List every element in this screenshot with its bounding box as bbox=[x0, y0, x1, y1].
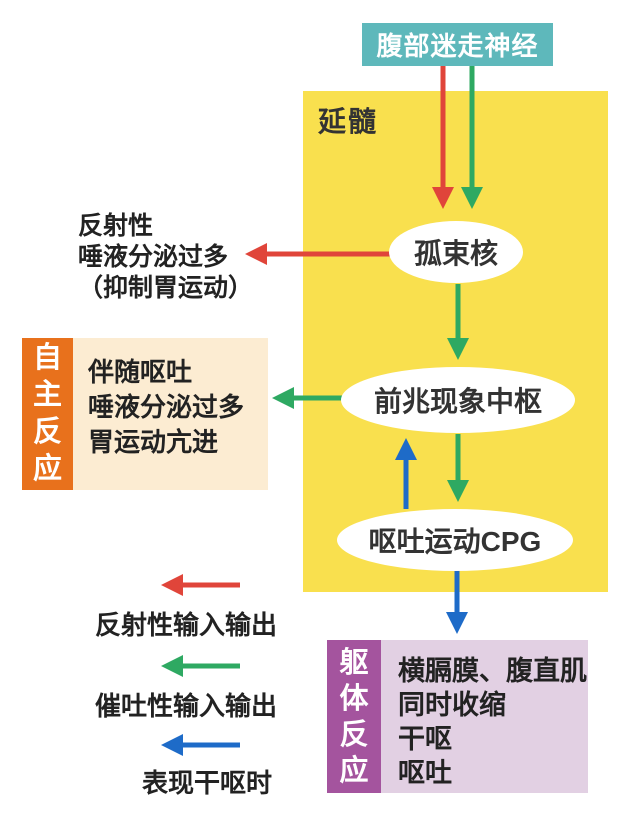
node-vomiting-motor-cpg: 呕吐运动CPG bbox=[337, 509, 573, 571]
autonomic-response-label: 自主反应 bbox=[22, 338, 73, 490]
autonomic-line-1: 伴随呕吐 bbox=[88, 357, 193, 387]
somatic-line-3: 干呕 bbox=[398, 724, 452, 754]
legend-retching-label: 表现干呕时 bbox=[142, 768, 273, 798]
somatic-line-2: 同时收缩 bbox=[398, 690, 506, 720]
node-prodrome-center: 前兆现象中枢 bbox=[341, 367, 575, 433]
somatic-response-box: 横膈膜、腹直肌 同时收缩 干呕 呕吐 bbox=[381, 640, 588, 793]
somatic-line-4: 呕吐 bbox=[398, 758, 452, 788]
legend-emetic-io-label: 催吐性输入输出 bbox=[95, 691, 278, 721]
autonomic-line-2: 唾液分泌过多 bbox=[88, 392, 245, 422]
autonomic-response-label-text: 自主反应 bbox=[32, 342, 62, 485]
medulla-label: 延髓 bbox=[318, 106, 379, 137]
reflex-output-text: 反射性 唾液分泌过多 （抑制胃运动） bbox=[78, 211, 298, 304]
autonomic-line-3: 胃运动亢进 bbox=[88, 427, 219, 457]
reflex-output-line-1: 反射性 bbox=[78, 212, 154, 240]
somatic-line-1: 横膈膜、腹直肌 bbox=[398, 656, 587, 686]
legend-reflex-io-label: 反射性输入输出 bbox=[95, 610, 278, 640]
reflex-output-line-2: 唾液分泌过多 bbox=[78, 243, 229, 271]
autonomic-response-box: 伴随呕吐 唾液分泌过多 胃运动亢进 bbox=[73, 338, 268, 490]
abdominal-vagus-nerve-box: 腹部迷走神经 bbox=[362, 23, 553, 66]
somatic-response-label-text: 躯体反应 bbox=[339, 646, 369, 787]
node-solitary-tract-nucleus: 孤束核 bbox=[389, 221, 523, 283]
somatic-response-label: 躯体反应 bbox=[327, 640, 381, 793]
reflex-output-line-3: （抑制胃运动） bbox=[78, 274, 254, 302]
